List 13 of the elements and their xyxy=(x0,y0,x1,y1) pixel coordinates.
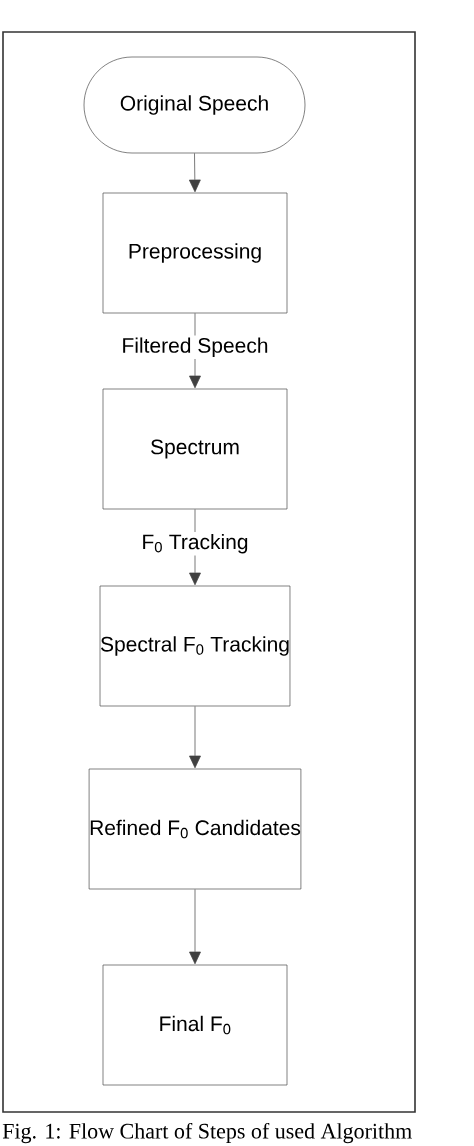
process-box: Spectrum xyxy=(102,388,288,510)
edge-label: F$_{0}$ Tracking xyxy=(143,533,248,554)
arrow xyxy=(188,153,201,193)
arrow xyxy=(189,706,201,769)
arrow xyxy=(189,509,201,586)
edge-label: Filtered Speech xyxy=(123,337,268,358)
process-box: Spectral F$_{0}$ Tracking xyxy=(99,585,291,707)
arrow xyxy=(189,313,201,389)
caption: Fig. 1: Flow Chart of Steps of used Algorithm xyxy=(2,1122,412,1144)
arrow xyxy=(189,889,201,965)
process-box: Final F$_{0}$ xyxy=(102,964,288,1086)
process-box: Refined F$_{0}$ Candidates xyxy=(88,768,302,890)
process-box: Preprocessing xyxy=(102,192,288,314)
